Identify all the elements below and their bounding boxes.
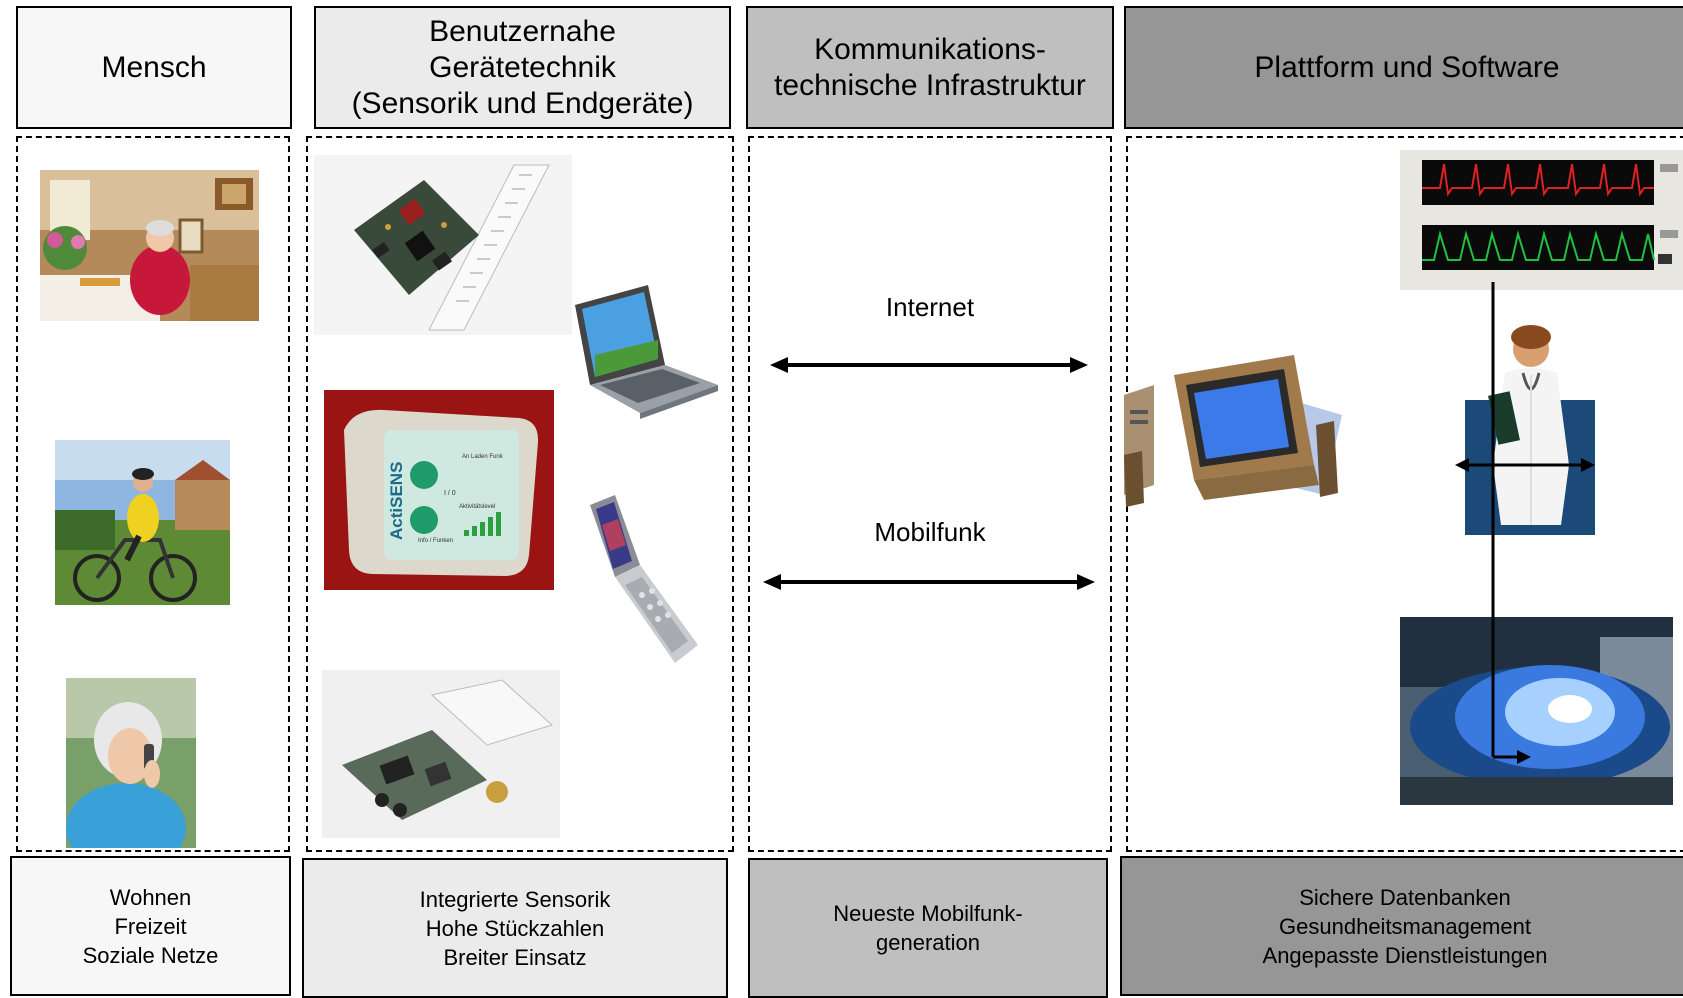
footer-mensch-line3: Soziale Netze bbox=[82, 942, 219, 968]
header-mensch-text: Mensch bbox=[101, 50, 207, 84]
header-plattform: Plattform und Software bbox=[1124, 6, 1683, 129]
photo-cyclist bbox=[55, 440, 230, 605]
photo-actisens-device: ActiSENS I / 0 Info / Funken An Laden Fu… bbox=[324, 390, 554, 590]
header-geraetetechnik-line3: (Sensorik und Endgeräte) bbox=[351, 86, 694, 120]
footer-geraete: Integrierte Sensorik Hohe Stückzahlen Br… bbox=[302, 858, 728, 998]
footer-geraete-line1: Integrierte Sensorik bbox=[419, 886, 611, 912]
footer-infrastruktur-line1: Neueste Mobilfunk- bbox=[833, 901, 1023, 926]
label-internet: Internet bbox=[885, 292, 975, 322]
header-geraetetechnik: Benutzernahe Gerätetechnik (Sensorik und… bbox=[314, 6, 731, 129]
computer-workstation-icon bbox=[1124, 355, 1342, 510]
footer-geraete-line3: Breiter Einsatz bbox=[443, 944, 587, 970]
column-geraete-area bbox=[306, 136, 734, 852]
doctor-icon bbox=[1465, 325, 1595, 535]
footer-mensch: Wohnen Freizeit Soziale Netze bbox=[10, 856, 291, 996]
label-mobilfunk: Mobilfunk bbox=[874, 517, 986, 547]
actisens-button1-text: I / 0 bbox=[444, 490, 456, 497]
actisens-status-text: An Laden Funk bbox=[462, 454, 504, 460]
ecg-monitor-screen bbox=[1400, 150, 1683, 290]
column-mensch-area bbox=[16, 136, 290, 852]
footer-mensch-line1: Wohnen bbox=[109, 884, 192, 910]
header-infrastruktur: Kommunikations- technische Infrastruktur bbox=[746, 6, 1114, 129]
platform-connection-lines bbox=[1455, 282, 1595, 764]
header-geraetetechnik-line2: Gerätetechnik bbox=[429, 50, 616, 84]
header-infrastruktur-line1: Kommunikations- bbox=[814, 32, 1046, 66]
footer-plattform-line1: Sichere Datenbanken bbox=[1299, 884, 1511, 910]
photo-sensor-board-with-ruler bbox=[314, 155, 572, 335]
actisens-level-text: Aktivitätslevel bbox=[459, 504, 495, 510]
laptop-icon bbox=[570, 285, 720, 420]
column-infrastruktur-area bbox=[748, 136, 1112, 852]
mobile-phone-icon bbox=[580, 495, 705, 670]
header-mensch: Mensch bbox=[16, 6, 292, 129]
photo-woman-on-phone bbox=[66, 678, 196, 848]
actisens-brand-text: ActiSENS bbox=[387, 462, 406, 540]
photo-open-sensor-housing bbox=[322, 670, 560, 838]
footer-plattform: Sichere Datenbanken Gesundheitsmanagemen… bbox=[1120, 856, 1683, 996]
footer-mensch-line2: Freizeit bbox=[114, 913, 187, 939]
arrow-mobilfunk bbox=[763, 574, 1095, 590]
footer-plattform-line3: Angepasste Dienstleistungen bbox=[1262, 942, 1548, 968]
actisens-button2-text: Info / Funken bbox=[418, 538, 453, 544]
header-plattform-text: Plattform und Software bbox=[1254, 50, 1560, 84]
photo-emergency-beacon bbox=[1400, 617, 1673, 805]
footer-geraete-line2: Hohe Stückzahlen bbox=[425, 915, 605, 941]
arrow-internet bbox=[770, 357, 1088, 373]
photo-senior-at-home bbox=[40, 170, 259, 321]
footer-infrastruktur-line2: generation bbox=[876, 930, 980, 955]
header-infrastruktur-line2: technische Infrastruktur bbox=[774, 68, 1086, 102]
header-geraetetechnik-line1: Benutzernahe bbox=[429, 14, 616, 48]
footer-infrastruktur: Neueste Mobilfunk- generation bbox=[748, 858, 1108, 998]
footer-plattform-line2: Gesundheitsmanagement bbox=[1279, 913, 1531, 939]
